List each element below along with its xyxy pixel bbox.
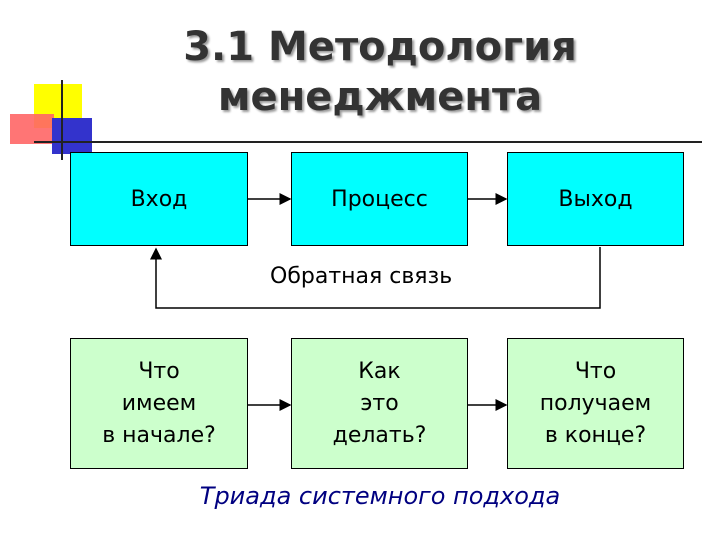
feedback-label: Обратная связь	[270, 264, 453, 289]
decorative-blue-square	[52, 118, 92, 154]
question-how-box: Как это делать?	[291, 338, 468, 469]
slide-title: 3.1 Методология менеджмента	[183, 24, 577, 120]
decorative-vertical-line	[61, 80, 63, 160]
triad-caption: Триада системного подхода	[199, 482, 561, 510]
question-have-box: Что имеем в начале?	[70, 338, 248, 469]
input-box: Вход	[70, 152, 248, 246]
process-box: Процесс	[291, 152, 468, 246]
question-get-box: Что получаем в конце?	[507, 338, 684, 469]
feedback-loop-arrow	[150, 247, 601, 309]
decorative-red-square	[10, 114, 54, 144]
output-box: Выход	[507, 152, 684, 246]
decorative-horizontal-line	[34, 141, 702, 143]
